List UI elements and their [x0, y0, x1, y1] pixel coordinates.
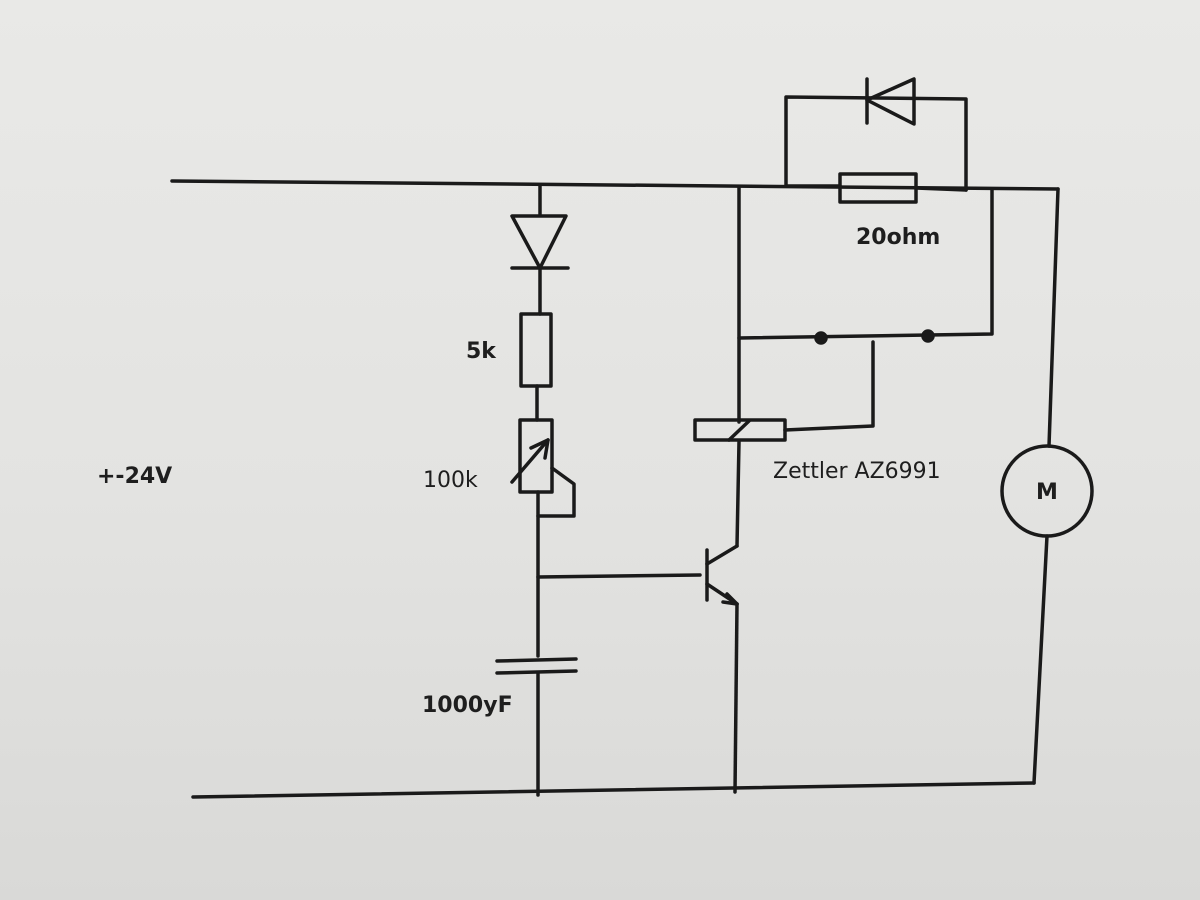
bottom-rail-wire: [191, 781, 1036, 799]
capacitor-label: 1000yF: [422, 693, 513, 718]
resistor-5k-label: 5k: [466, 339, 497, 364]
capacitor-symbol: [495, 657, 578, 675]
diode-symbol: [510, 214, 570, 270]
relay-coil-symbol: [693, 340, 875, 442]
resistor-20ohm-label: 20ohm: [856, 225, 940, 250]
transistor-symbol: [705, 544, 739, 606]
base-wire: [536, 573, 702, 579]
relay-contact-dot: [921, 329, 935, 343]
relay-contact-wire: [737, 188, 994, 340]
supply-label: +-24V: [97, 464, 172, 489]
motor-wire-top: [1047, 187, 1060, 448]
relay-label: Zettler AZ6991: [773, 459, 941, 484]
potentiometer-100k-symbol: [510, 418, 576, 518]
top-rail-wire: [170, 179, 1060, 191]
emitter-wire: [733, 602, 739, 794]
resistor-diode-loop: [784, 77, 968, 204]
flyback-diode-symbol: [865, 77, 916, 126]
relay-contact-dot: [814, 331, 828, 345]
potentiometer-100k-label: 100k: [423, 468, 478, 493]
motor-label: M: [1036, 480, 1058, 505]
collector-wire: [735, 440, 741, 548]
timing-branch: [495, 184, 702, 797]
resistor-5k-symbol: [519, 312, 553, 388]
motor-wire-bottom: [1032, 534, 1049, 785]
